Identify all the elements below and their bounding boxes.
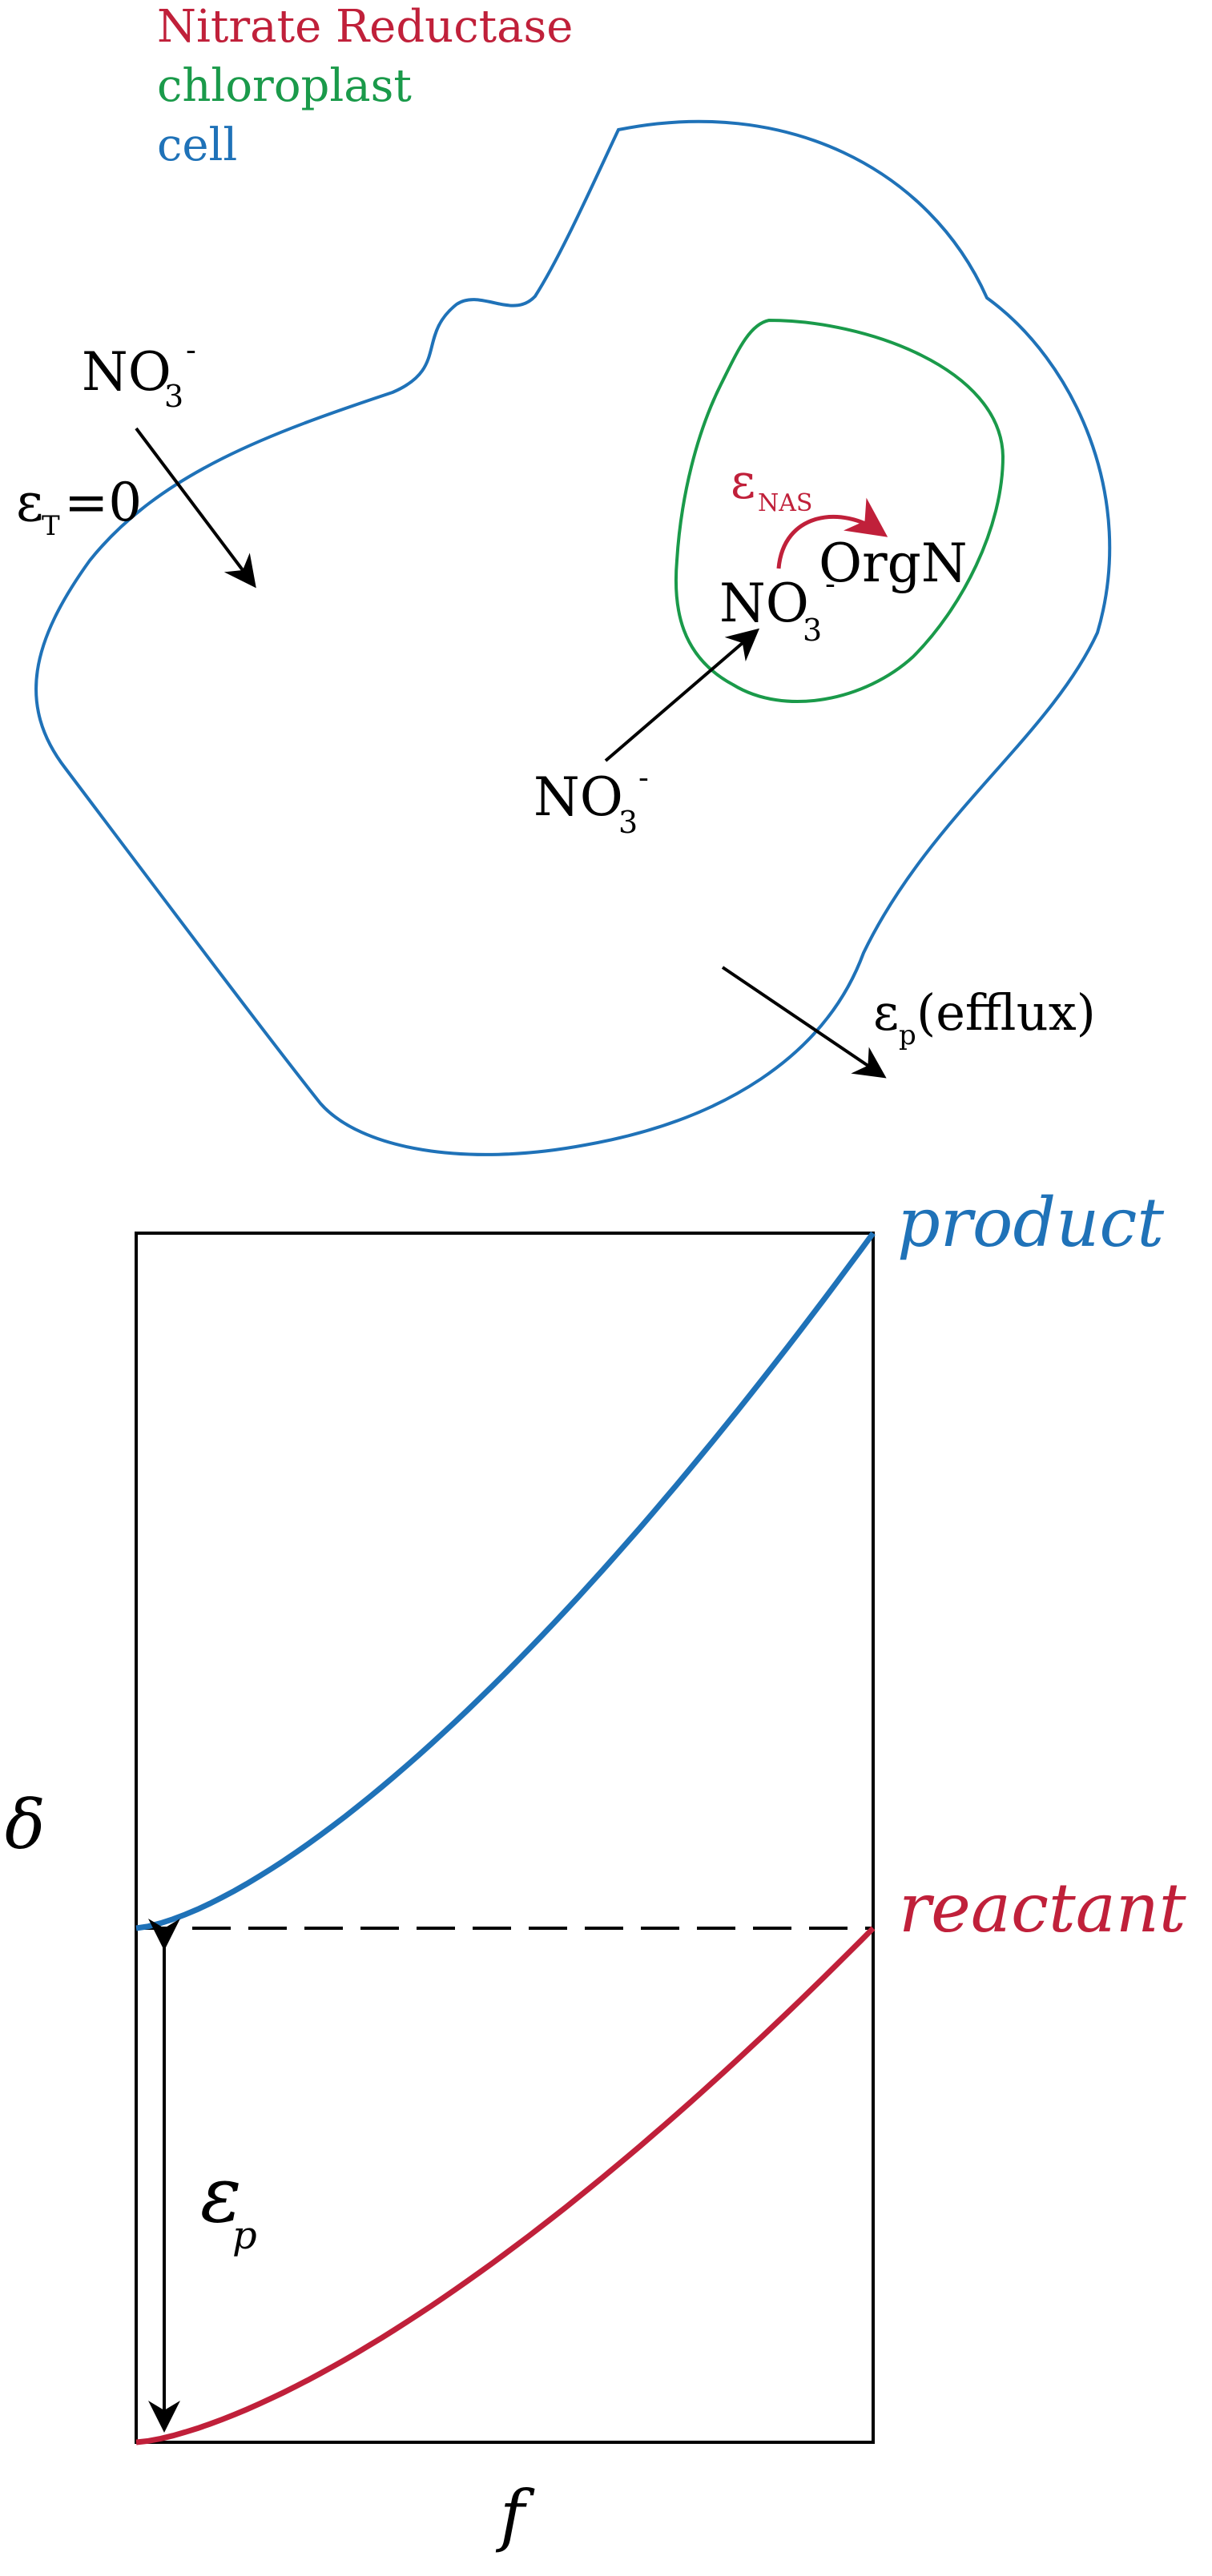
transport-fractionation-label: ε T =0 bbox=[16, 472, 142, 542]
external-nitrate-sub: 3 bbox=[164, 379, 183, 414]
transport-epsilon-value: =0 bbox=[64, 472, 142, 533]
annotation-epsilon-sub: p bbox=[232, 2213, 257, 2258]
legend-chloroplast: chloroplast bbox=[157, 60, 412, 112]
chloroplast-membrane bbox=[674, 318, 1005, 704]
external-nitrate: NO 3 - bbox=[82, 332, 196, 414]
chart-frame bbox=[135, 1232, 875, 2444]
chloroplast-nitrate-base: NO bbox=[719, 573, 809, 634]
efflux-epsilon-sub: p bbox=[899, 1019, 916, 1051]
transport-epsilon-sub: T bbox=[42, 510, 60, 542]
y-axis-label: δ bbox=[5, 1786, 46, 1864]
chloroplast-nitrate: NO 3 - bbox=[719, 566, 836, 648]
nas-epsilon: ε bbox=[731, 454, 755, 510]
legend-nitrate-reductase: Nitrate Reductase bbox=[157, 1, 573, 53]
efflux-arrow bbox=[721, 966, 887, 1079]
chloroplast-nitrate-sup: - bbox=[825, 566, 836, 601]
cytosol-nitrate-sup: - bbox=[638, 760, 649, 795]
reduction-arrow bbox=[776, 497, 888, 569]
annotation-epsilon: ε bbox=[200, 2150, 242, 2240]
chloroplast-import-arrow bbox=[604, 628, 760, 762]
series-product-line bbox=[135, 1231, 876, 1931]
series-label-product: product bbox=[897, 1184, 1164, 1262]
cytosol-nitrate-sub: 3 bbox=[618, 805, 638, 840]
legend-cell: cell bbox=[157, 119, 237, 171]
efflux-epsilon: ε bbox=[873, 983, 899, 1042]
x-axis-label: f bbox=[495, 2476, 535, 2554]
cytosol-nitrate-base: NO bbox=[534, 766, 623, 828]
epsilon-p-annotation: ε p bbox=[200, 2150, 257, 2258]
cytosol-nitrate: NO 3 - bbox=[534, 760, 649, 840]
efflux-fractionation-label: ε p (efflux) bbox=[873, 983, 1096, 1051]
efflux-epsilon-rest: (efflux) bbox=[916, 983, 1096, 1042]
transport-epsilon: ε bbox=[16, 472, 43, 533]
nas-epsilon-sub: NAS bbox=[758, 489, 812, 517]
cell-membrane bbox=[34, 119, 1112, 1156]
nas-fractionation-label: ε NAS bbox=[731, 454, 812, 517]
external-nitrate-base: NO bbox=[82, 341, 171, 403]
chloroplast-nitrate-sub: 3 bbox=[803, 613, 822, 648]
organic-nitrogen-label: OrgN bbox=[819, 532, 968, 594]
series-reactant-line bbox=[135, 1926, 876, 2445]
fractionation-chart: product reactant δ f ε p bbox=[5, 1184, 1186, 2554]
uptake-arrow bbox=[135, 427, 256, 589]
series-label-reactant: reactant bbox=[899, 1869, 1186, 1947]
external-nitrate-sup: - bbox=[186, 332, 196, 368]
